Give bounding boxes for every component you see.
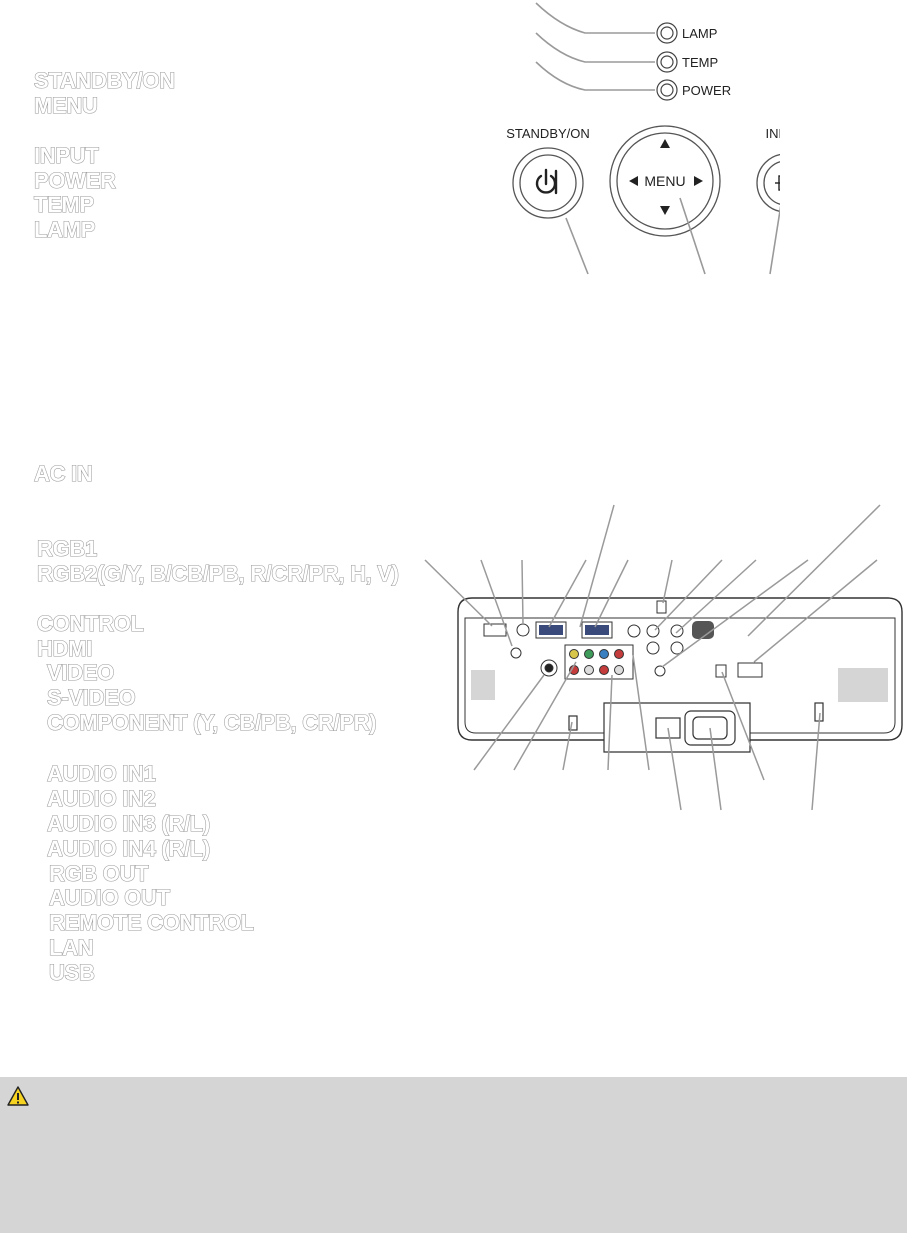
label-audio-in1: AUDIO IN1 [46, 761, 156, 786]
power-indicator [656, 79, 678, 101]
label-menu: MENU [33, 93, 98, 118]
warning-icon [7, 1086, 29, 1106]
standby-caption: STANDBY/ON [506, 126, 590, 141]
input-caption: INPUT [766, 126, 781, 141]
warning-box [0, 1077, 907, 1233]
temp-indicator [656, 51, 678, 73]
rear-panel-diagram [424, 504, 903, 811]
control-panel-diagram: LAMP TEMP POWER STANDBY/ON INPUT MENU [506, 2, 781, 275]
label-s-video: S-VIDEO [46, 685, 136, 710]
menu-caption: MENU [644, 173, 685, 189]
label-rgb2: RGB2(G/Y, B/CB/PB, R/CR/PR, H, V) [36, 561, 399, 586]
label-remote-control: REMOTE CONTROL [48, 910, 254, 935]
label-standby-on: STANDBY/ON [33, 68, 175, 93]
down-arrow-icon [660, 206, 670, 215]
label-audio-in2: AUDIO IN2 [46, 786, 156, 811]
label-usb: USB [48, 960, 95, 985]
input-icon [775, 175, 780, 191]
standby-on-button[interactable] [512, 147, 584, 219]
label-lamp: LAMP [33, 217, 96, 242]
label-hdmi: HDMI [36, 636, 93, 661]
label-audio-in3: AUDIO IN3 (R/L) [46, 811, 210, 836]
up-arrow-icon [660, 139, 670, 148]
label-ac-in: AC IN [33, 461, 93, 486]
label-rgb1: RGB1 [36, 536, 97, 561]
indicator-power-label: POWER [682, 83, 731, 98]
power-icon [535, 168, 558, 195]
label-rgb-out: RGB OUT [48, 861, 149, 886]
input-button[interactable] [756, 153, 780, 213]
label-audio-out: AUDIO OUT [48, 885, 170, 910]
label-video: VIDEO [46, 660, 114, 685]
right-arrow-icon [694, 176, 703, 186]
lamp-indicator [656, 22, 678, 44]
menu-button[interactable]: MENU [609, 125, 721, 237]
label-audio-in4: AUDIO IN4 (R/L) [46, 836, 210, 861]
indicator-lamp-label: LAMP [682, 26, 717, 41]
label-temp: TEMP [33, 192, 94, 217]
indicator-temp-label: TEMP [682, 55, 718, 70]
label-input: INPUT [33, 143, 99, 168]
left-arrow-icon [629, 176, 638, 186]
label-power: POWER [33, 168, 116, 193]
label-control: CONTROL [36, 611, 144, 636]
label-component: COMPONENT (Y, CB/PB, CR/PR) [46, 710, 377, 735]
label-lan: LAN [48, 935, 94, 960]
